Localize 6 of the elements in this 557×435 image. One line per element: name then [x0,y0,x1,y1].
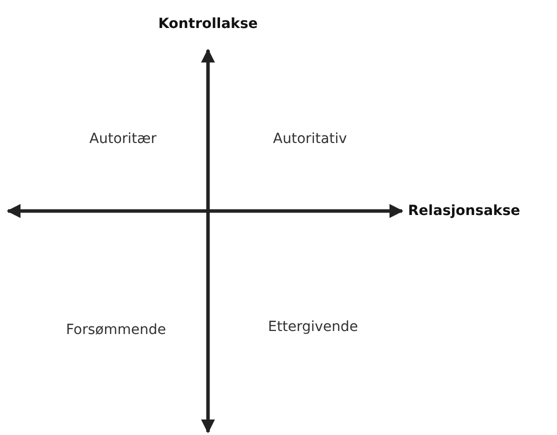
quadrant-label: Ettergivende [268,319,358,335]
quadrant-label: Autoritativ [273,131,347,147]
axis-title: Relasjonsakse [408,203,520,219]
quadrant-label: Autoritær [89,131,157,147]
axis-title: Kontrollakse [158,16,258,32]
quadrant-label: Forsømmende [66,322,166,338]
